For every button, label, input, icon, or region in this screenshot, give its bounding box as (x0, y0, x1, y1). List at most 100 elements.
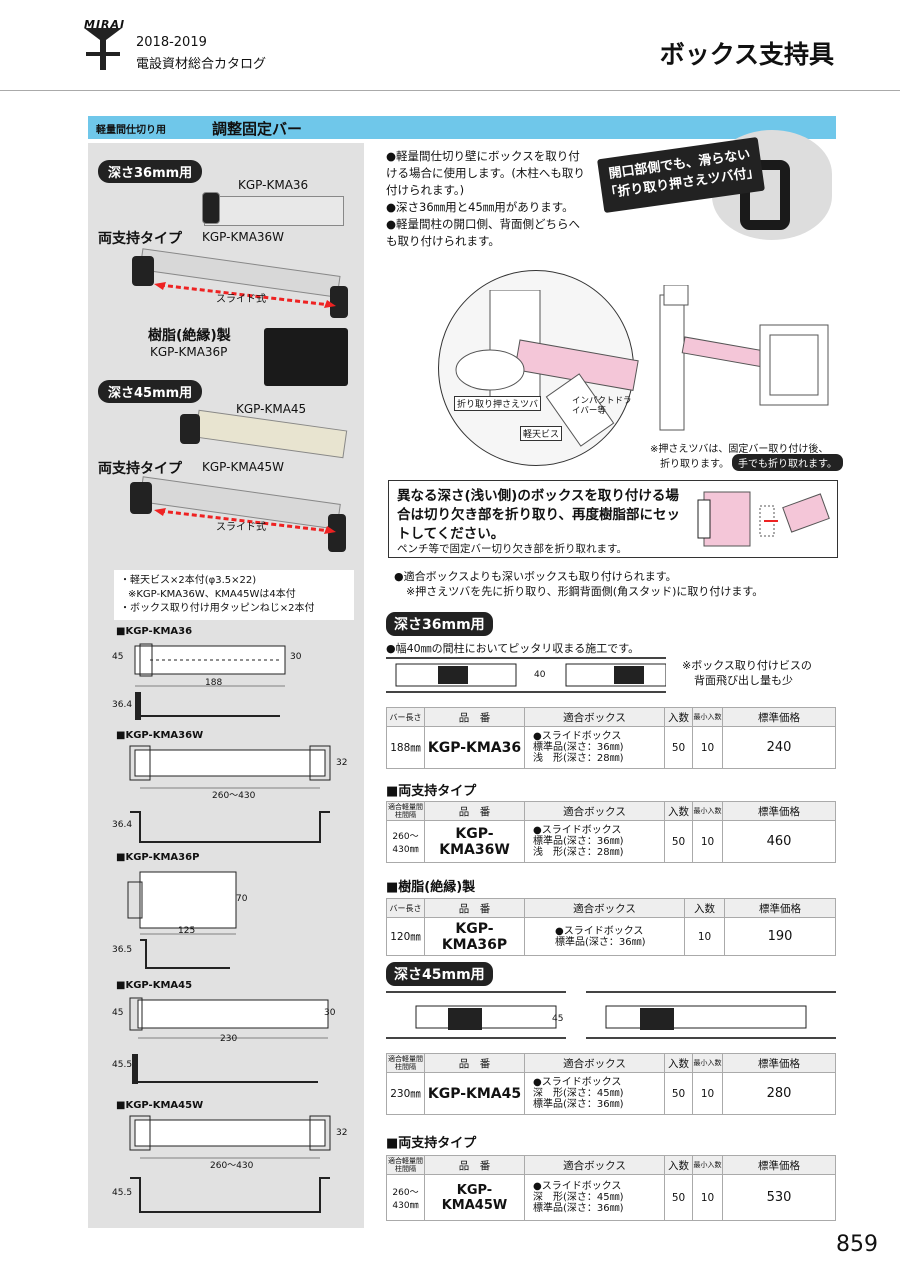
d36-note: ●幅40㎜の間柱においてピッタリ収まる施工です。 (386, 642, 640, 655)
cell-len: 260～430㎜ (386, 820, 425, 863)
dim-kma36-45: 45 (112, 652, 124, 662)
kma45-label: KGP-KMA45 (236, 402, 307, 416)
kma36-photo (204, 196, 344, 226)
th-pitch: 適合軽量間柱間隔 (386, 801, 425, 821)
cell-qty: 10 (684, 917, 725, 956)
kma45-clip (180, 414, 200, 444)
th-fit: 適合ボックス (524, 1053, 665, 1073)
kma36p-label: KGP-KMA36P (150, 345, 228, 359)
drawing-title-kma36: ■KGP-KMA36 (116, 626, 193, 637)
th-hin: 品 番 (424, 801, 525, 821)
fit-note2: ※押さえツバを先に折り取り、形鋼背面側(角スタッド)に取り付けます。 (406, 585, 764, 598)
dim-kma36w-h: 36.4 (112, 820, 133, 830)
dim-kma45w-h: 45.5 (112, 1188, 133, 1198)
dim-40: 40 (534, 670, 546, 680)
tsuba-note1: ※押さえツバは、固定バー取り付け後、 (650, 444, 829, 455)
cell-pn: KGP-KMA36W (424, 820, 525, 863)
fit-line: 標準品(深さ：36㎜) (533, 1203, 624, 1214)
resin-heading: ■樹脂(絶縁)製 (386, 880, 476, 895)
fit-line: ●スライドボックス (533, 825, 622, 836)
drawing-kma36w (129, 745, 331, 843)
note-line: ・ボックス取り付け用タッピンねじ×2本付 (120, 603, 315, 614)
th-fit: 適合ボックス (524, 707, 665, 727)
fit-line: ●スライドボックス (555, 925, 644, 937)
label-keiten: 軽天ビス (520, 426, 563, 441)
th-fit: 適合ボックス (524, 801, 665, 821)
kma36-clip (202, 192, 220, 224)
dim-kma45w-w: 260～430 (210, 1161, 254, 1171)
drawing-kma45 (129, 997, 329, 1084)
fit-line: 浅 形(深さ：28㎜) (533, 847, 624, 858)
drawing-title-kma36p: ■KGP-KMA36P (116, 852, 200, 863)
ryou-label-36: 両支持タイプ (98, 231, 182, 247)
drawing-title-kma36w: ■KGP-KMA36W (116, 730, 204, 741)
install-detail-drawing (455, 290, 639, 447)
th-qty: 入数 (664, 1053, 693, 1073)
cell-price: 190 (724, 917, 836, 956)
dim-kma45-45: 45 (112, 1008, 124, 1018)
dim-kma36-h: 36.4 (112, 700, 133, 710)
cell-qty: 50 (664, 726, 693, 769)
dim-kma45w-32: 32 (336, 1128, 348, 1138)
th-qty: 入数 (664, 801, 693, 821)
dim-kma45-h: 45.5 (112, 1060, 133, 1070)
d36-section-drawing (386, 657, 666, 693)
feature-bullets: ●軽量間仕切り壁にボックスを取り付ける場合に使用します。(木柱へも取り付けられま… (386, 148, 586, 250)
kma36p-photo (264, 328, 348, 386)
drawing-title-kma45: ■KGP-KMA45 (116, 980, 193, 991)
th-pitch: 適合軽量間柱間隔 (386, 1053, 425, 1073)
header-rule (0, 90, 900, 91)
breakoff-drawing (697, 491, 830, 547)
cell-len: 230㎜ (386, 1072, 425, 1115)
fit-line: 標準品(深さ：36㎜) (533, 836, 624, 847)
th-min: 最小入数 (692, 801, 723, 821)
section-title: 調整固定バー (212, 120, 303, 138)
th-pitch: 適合軽量間柱間隔 (386, 1155, 425, 1175)
fit-line: ●スライドボックス (533, 731, 622, 742)
section-band: 軽量間仕切り用 調整固定バー (88, 116, 836, 139)
install-overview-drawing (659, 285, 829, 431)
dim-kma36p-h: 36.5 (112, 945, 133, 955)
kma45w-clip-right (328, 514, 346, 552)
mirai-logo (84, 28, 122, 70)
th-len: バー長さ (386, 707, 425, 727)
th-len: バー長さ (386, 898, 425, 918)
dim-kma36w-32: 32 (336, 758, 348, 768)
depth36-badge: 深さ36mm用 (98, 160, 203, 183)
th-hin: 品 番 (424, 1155, 525, 1175)
page-number: 859 (836, 1232, 878, 1257)
d45-section-drawing (386, 991, 836, 1039)
dim-kma45-230: 230 (220, 1034, 238, 1044)
backnote-line: 背面飛び出し量も少 (694, 674, 793, 687)
th-min: 最小入数 (692, 1155, 723, 1175)
cell-pn: KGP-KMA36 (424, 726, 525, 769)
label-tsuba: 折り取り押さえツバ (454, 396, 542, 411)
feature-bullet: ●軽量間仕切り壁にボックスを取り付ける場合に使用します。(木柱へも取り付けられま… (386, 149, 585, 197)
kma45w-label: KGP-KMA45W (202, 460, 285, 474)
th-price: 標準価格 (722, 1155, 836, 1175)
dim-45: 45 (552, 1014, 564, 1024)
th-qty: 入数 (664, 1155, 693, 1175)
cell-qty: 50 (664, 1072, 693, 1115)
label-impact: インパクトドライバー等 (572, 396, 632, 416)
slide-label-45: スライド式 (216, 522, 266, 533)
fit-note1: ●適合ボックスよりも深いボックスも取り付けられます。 (394, 570, 677, 583)
cell-pn: KGP-KMA45 (424, 1072, 525, 1115)
th-hin: 品 番 (424, 707, 525, 727)
cell-min: 10 (692, 1174, 723, 1221)
th-min: 最小入数 (692, 1053, 723, 1073)
cell-price: 280 (722, 1072, 836, 1115)
kma36w-label: KGP-KMA36W (202, 230, 285, 244)
th-min: 最小入数 (692, 707, 723, 727)
cell-pn: KGP-KMA36P (424, 917, 525, 956)
product-panel (88, 143, 364, 1228)
drawing-kma36 (134, 643, 286, 720)
cell-price: 530 (722, 1174, 836, 1221)
kma36-label: KGP-KMA36 (238, 178, 309, 192)
brand-name: MIRAI (84, 18, 126, 31)
fit-line: 標準品(深さ：36㎜) (555, 936, 646, 948)
